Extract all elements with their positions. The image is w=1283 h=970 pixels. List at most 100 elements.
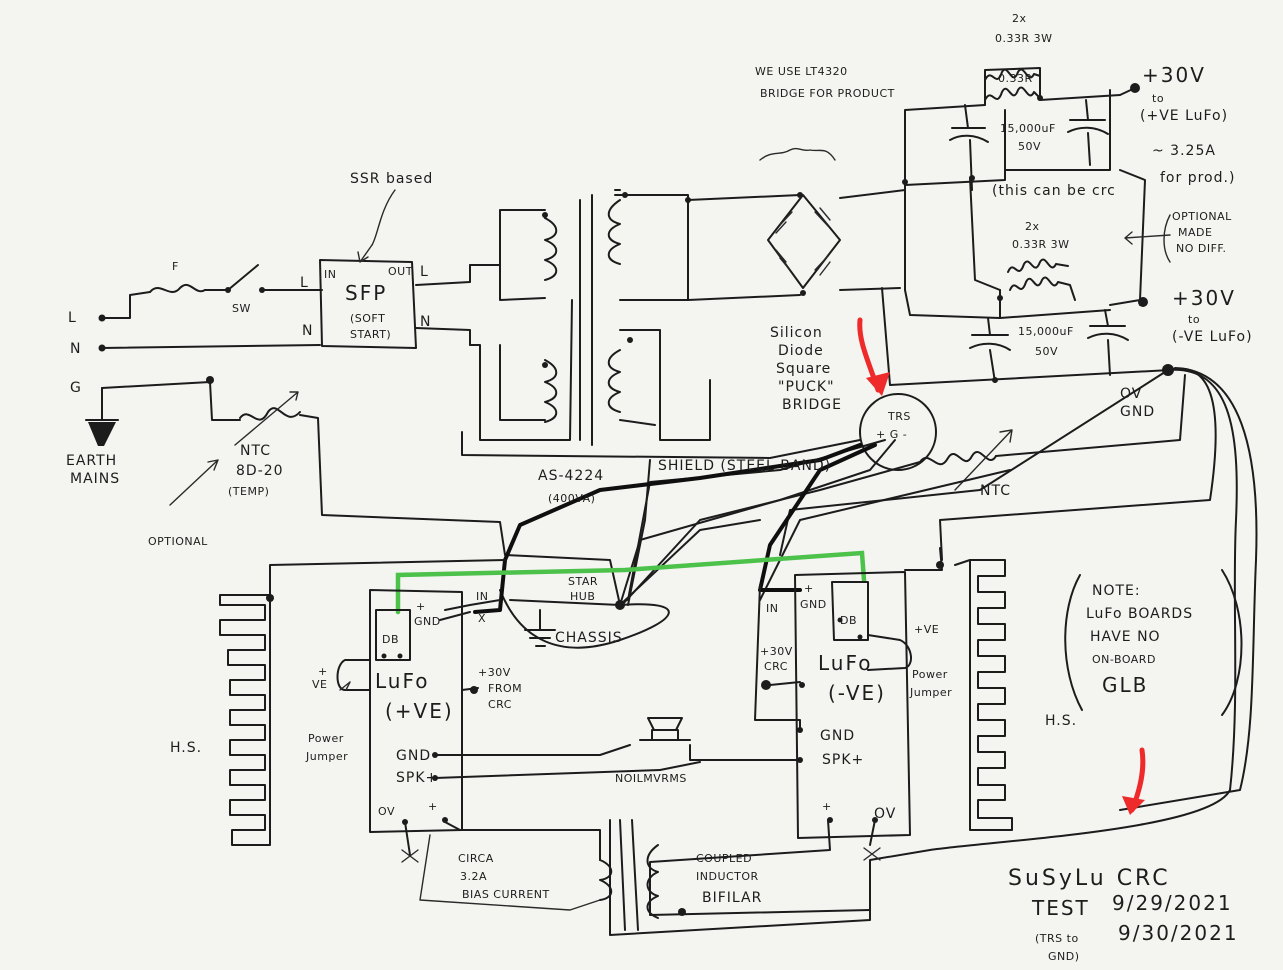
speaker-symbol — [639, 717, 691, 741]
soft-start-module — [319, 189, 471, 349]
label-cap-top: 15,000uF — [1000, 122, 1056, 135]
label-ntc-right: NTC — [980, 483, 1011, 499]
crc-filter-top — [902, 67, 1140, 291]
label-res-top-2x: 2x — [1012, 12, 1027, 25]
label-sfp-l: L — [300, 275, 309, 291]
earth-ground-symbol — [85, 419, 119, 446]
label-res-bot-value: 0.33R 3W — [1012, 238, 1070, 251]
label-note: NOTE: — [1092, 583, 1141, 599]
left-lufo-board — [266, 559, 661, 863]
label-right-crc: CRC — [764, 660, 788, 673]
ground-return-wires — [609, 367, 1258, 936]
label-left-30v: +30V — [478, 666, 511, 679]
label-square: Square — [776, 361, 831, 377]
mains-input-wiring — [98, 264, 621, 606]
label-hs-left: H.S. — [170, 740, 202, 756]
label-current: ~ 3.25A — [1152, 143, 1216, 159]
label-bias-current: BIAS CURRENT — [462, 888, 550, 901]
label-left-ve: VE — [312, 678, 327, 691]
label-g: G — [70, 380, 82, 396]
label-bifilar: BIFILAR — [702, 890, 762, 906]
transformer-as-4224 — [461, 189, 861, 606]
label-diode: Diode — [778, 343, 824, 359]
label-left-spk: SPK+ — [396, 770, 438, 786]
label-circa: CIRCA — [458, 852, 494, 865]
label-right-lufo: LuFo — [818, 651, 873, 675]
label-note-3: HAVE NO — [1090, 629, 1161, 645]
label-soft: (SOFT — [350, 312, 385, 325]
label-note-4: ON-BOARD — [1092, 653, 1156, 666]
label-left-gnd-out: GND — [396, 748, 431, 764]
label-coupled: COUPLED — [696, 852, 752, 865]
label-fuse: F — [172, 260, 179, 273]
label-sfp-out: OUT — [388, 265, 413, 278]
label-l: L — [68, 310, 77, 326]
label-ov-gnd: GND — [1120, 404, 1155, 420]
coupled-inductor — [419, 819, 686, 931]
label-trs-pins: + G - — [876, 428, 907, 441]
label-puck: "PUCK" — [778, 379, 835, 395]
label-jumper-right: Jumper — [909, 686, 952, 699]
label-sfp-out-l: L — [420, 264, 429, 280]
label-earth: EARTH — [66, 453, 117, 469]
label-sfp: SFP — [345, 281, 387, 305]
note-brackets — [1064, 569, 1243, 716]
label-8d20: 8D-20 — [236, 463, 284, 479]
label-start: START) — [350, 328, 391, 341]
label-right-plus-ve: +VE — [914, 623, 939, 636]
diode-bridge — [687, 147, 906, 301]
label-left-polarity: (+VE) — [385, 699, 454, 723]
label-plus30-bot-to: to — [1188, 313, 1200, 326]
label-400va: (400VA) — [548, 492, 595, 505]
label-power-jumper-left: Power — [308, 732, 344, 745]
red-arrow-trs — [857, 317, 890, 396]
label-n: N — [70, 341, 81, 357]
label-signature-test: TEST — [1031, 896, 1090, 920]
crc-filter-bottom — [881, 169, 1174, 386]
ntc-thermistor-right — [621, 374, 1186, 606]
label-right-gnd-out: GND — [820, 728, 855, 744]
label-we-use: WE USE LT4320 — [755, 65, 848, 78]
label-signature-ctrs: (TRS to — [1035, 932, 1079, 945]
label-as4224: AS-4224 — [538, 468, 604, 484]
label-cap-bot: 15,000uF — [1018, 325, 1074, 338]
label-made: MADE — [1178, 226, 1212, 239]
label-left-db: DB — [382, 633, 399, 646]
heatsink-right — [954, 559, 1013, 831]
label-right-bot-plus: + — [822, 800, 832, 813]
label-jumper-left: Jumper — [305, 750, 348, 763]
label-signature-date-2: 9/30/2021 — [1118, 921, 1239, 945]
label-right-db: DB — [840, 614, 857, 627]
label-bridge-product: BRIDGE FOR PRODUCT — [760, 87, 895, 100]
label-sfp-out-n: N — [420, 314, 431, 330]
label-left-from: FROM — [488, 682, 522, 695]
label-plus30-bot-dest: (-VE LuFo) — [1172, 329, 1253, 345]
label-left-x: X — [478, 612, 486, 625]
label-sfp-n: N — [302, 323, 313, 339]
label-chassis: CHASSIS — [555, 630, 623, 646]
label-right-polarity: (-VE) — [828, 681, 886, 705]
star-hub-chassis — [499, 589, 670, 649]
label-right-in: IN — [766, 602, 778, 615]
label-left-bot-plus: + — [428, 800, 438, 813]
label-res-top-small: 0.33R — [998, 72, 1033, 85]
black-signal-wires — [473, 443, 877, 614]
label-note-2: LuFo BOARDS — [1086, 606, 1193, 622]
label-left-crc: CRC — [488, 698, 512, 711]
label-left-gnd: GND — [414, 615, 441, 628]
label-ov: OV — [1120, 386, 1142, 402]
label-silicon: Silicon — [770, 325, 823, 341]
label-star: STAR — [568, 575, 598, 588]
label-optional-right: OPTIONAL — [1172, 210, 1232, 223]
label-signature-gnd: GND) — [1048, 950, 1080, 963]
label-this-can-be: (this can be crc — [992, 183, 1116, 199]
label-trs: TRS — [887, 410, 911, 423]
label-mains: MAINS — [70, 471, 120, 487]
label-note-5: GLB — [1102, 673, 1148, 697]
label-bridge: BRIDGE — [782, 397, 842, 413]
label-cap-top-v: 50V — [1018, 140, 1041, 153]
label-plus30-bot: +30V — [1172, 286, 1236, 310]
label-right-gnd: GND — [800, 598, 827, 611]
